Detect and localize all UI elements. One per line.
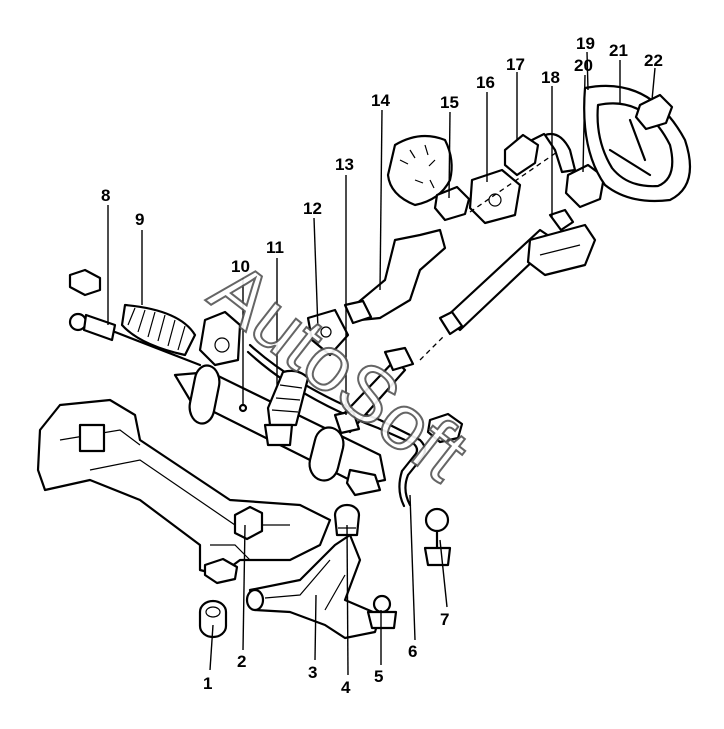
intermediate-shaft bbox=[333, 346, 464, 444]
combination-switch bbox=[468, 168, 522, 225]
callout-9: 9 bbox=[135, 210, 144, 229]
stabilizer-link bbox=[423, 507, 452, 567]
switch-15 bbox=[433, 185, 471, 222]
callout-7: 7 bbox=[440, 610, 449, 629]
callout-8: 8 bbox=[101, 186, 110, 205]
callout-20: 20 bbox=[574, 56, 593, 75]
column-shroud bbox=[386, 134, 453, 207]
callout-19: 19 bbox=[576, 34, 595, 53]
callout-10: 10 bbox=[231, 257, 250, 276]
horn-pad bbox=[634, 93, 674, 131]
callout-2: 2 bbox=[237, 652, 246, 671]
callout-4: 4 bbox=[341, 678, 351, 697]
tie-rod-end bbox=[68, 268, 202, 367]
callout-21: 21 bbox=[609, 41, 628, 60]
callout-18: 18 bbox=[541, 68, 560, 87]
callout-5: 5 bbox=[374, 667, 383, 686]
pinion-boot bbox=[263, 369, 310, 447]
subframe bbox=[36, 398, 332, 585]
column-bracket bbox=[343, 228, 447, 325]
callout-12: 12 bbox=[303, 199, 322, 218]
callout-14: 14 bbox=[371, 91, 390, 110]
callout-22: 22 bbox=[644, 51, 663, 70]
callout-11: 11 bbox=[266, 238, 284, 257]
callout-16: 16 bbox=[476, 73, 495, 92]
callout-3: 3 bbox=[308, 663, 317, 682]
ignition-lock bbox=[503, 132, 546, 177]
callout-labels: 1 2 3 4 5 6 7 8 9 10 11 12 13 14 15 16 1… bbox=[101, 34, 663, 697]
bushing-1 bbox=[198, 599, 228, 639]
callout-6: 6 bbox=[408, 642, 417, 661]
leader-lines bbox=[107, 51, 656, 676]
rack-mount-clamp bbox=[198, 310, 242, 367]
callout-15: 15 bbox=[440, 93, 459, 112]
steering-hub bbox=[543, 132, 606, 209]
assembly-axis bbox=[419, 149, 561, 361]
ball-joint-5 bbox=[366, 594, 398, 630]
callout-13: 13 bbox=[335, 155, 354, 174]
rack-boot bbox=[120, 303, 197, 357]
callout-1: 1 bbox=[203, 674, 212, 693]
steering-column bbox=[438, 208, 597, 336]
callout-17: 17 bbox=[506, 55, 525, 74]
